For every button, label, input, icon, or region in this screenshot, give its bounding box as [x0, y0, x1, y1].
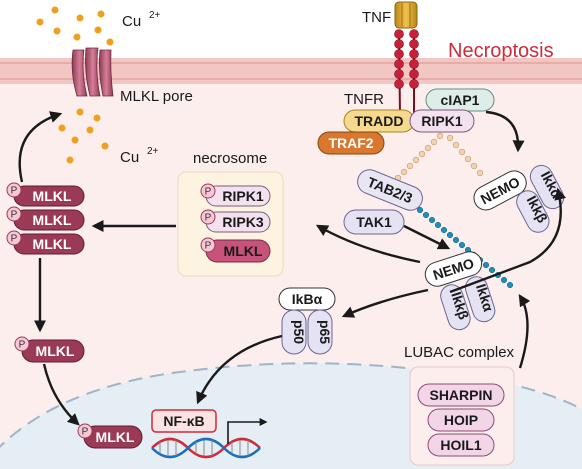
mlkl-stack: P MLKL P MLKL P MLKL — [6, 182, 85, 255]
svg-text:SHARPIN: SHARPIN — [429, 387, 492, 403]
lubac-title: LUBAC complex — [404, 344, 515, 361]
necrosome-mlkl: P MLKL — [200, 237, 271, 263]
tnfr-receptor-icon — [394, 29, 419, 116]
svg-text:TRAF2: TRAF2 — [328, 135, 373, 151]
ikba-complex: IkBα p50 p65 — [278, 287, 336, 355]
tnf-label: TNF — [362, 9, 391, 26]
dna-helix-icon — [151, 437, 261, 459]
phospho-badge: P — [205, 187, 212, 198]
ubiquitin-chain-icon — [388, 132, 484, 188]
svg-text:RIPK1: RIPK1 — [421, 113, 462, 129]
arrow-p50p65-to-nfkb — [196, 334, 283, 405]
pathway-arrows — [18, 110, 567, 426]
tnf-ligand-icon — [394, 1, 418, 29]
p50-label: p50 — [291, 320, 307, 344]
mlkl-stack-3: MLKL — [33, 236, 72, 252]
hoil1-node: HOIL1 — [427, 433, 495, 457]
copper-top-charge: 2+ — [149, 10, 161, 21]
copper-mid-label: Cu — [120, 149, 139, 166]
copper-top-label: Cu — [122, 13, 141, 30]
transcription-start-icon — [227, 418, 268, 444]
arrow-nemo-to-ikba — [341, 288, 429, 318]
arrow-nemo-to-nemo — [449, 187, 567, 294]
necroptosis-title: Necroptosis — [448, 40, 554, 62]
phospho-badge: P — [205, 213, 212, 224]
necrosome-ripk3: P RIPK3 — [200, 209, 271, 233]
svg-text:TRADD: TRADD — [355, 113, 404, 129]
mlkl-pore-icon — [71, 47, 114, 97]
tnfr-label: TNFR — [344, 91, 384, 108]
tak1-node: TAK1 — [343, 209, 405, 235]
arrow-mlkl-to-nucleus — [42, 363, 80, 426]
nfkb-node: NF-κB — [151, 409, 217, 433]
mlkl-pore-label: MLKL pore — [120, 88, 193, 105]
phospho-badge: P — [82, 427, 89, 438]
mlkl-single-label: MLKL — [36, 343, 75, 359]
arrow-tak1-to-nemo — [403, 224, 451, 250]
necrosome-mlkl-label: MLKL — [224, 243, 263, 259]
copper-ions-top — [36, 6, 114, 46]
mlkl-nucleus-label: MLKL — [96, 429, 135, 445]
svg-text:TAK1: TAK1 — [356, 214, 392, 230]
arrow-mlkl-to-pore — [18, 111, 63, 183]
arrow-ciap1-to-nemo — [485, 110, 525, 153]
traf2-node: TRAF2 — [317, 131, 385, 155]
mlkl-stack-1: MLKL — [33, 188, 72, 204]
mlkl-single: P MLKL — [14, 336, 85, 363]
arrow-lubac-to-nemo — [518, 293, 531, 369]
p65-label: p65 — [317, 320, 333, 344]
necrosome-ripk1: P RIPK1 — [200, 183, 271, 207]
mlkl-stack-2: MLKL — [33, 212, 72, 228]
hoip-node: HOIP — [427, 408, 495, 432]
nuclear-envelope — [0, 362, 582, 448]
necrosome-ripk3-label: RIPK3 — [222, 214, 263, 230]
necrosome-ripk1-label: RIPK1 — [222, 188, 263, 204]
svg-text:HOIP: HOIP — [444, 412, 478, 428]
sharpin-node: SHARPIN — [417, 383, 505, 407]
ciap1-node: cIAP1 — [425, 88, 495, 112]
necrosome-title: necrosome — [193, 150, 267, 167]
ripk1-node: RIPK1 — [409, 109, 475, 133]
phospho-badge: P — [205, 241, 212, 252]
phospho-badge: P — [11, 186, 18, 197]
svg-text:NF-κB: NF-κB — [163, 413, 204, 429]
svg-text:HOIL1: HOIL1 — [440, 437, 481, 453]
tradd-node: TRADD — [343, 109, 415, 133]
svg-text:cIAP1: cIAP1 — [441, 92, 480, 108]
phospho-badge: P — [11, 234, 18, 245]
ikba-label: IkBα — [292, 291, 323, 307]
nemo-complex-mid: NEMO Ikkβ Ikkα — [424, 251, 497, 331]
copper-ions-middle — [58, 108, 109, 164]
phospho-badge: P — [19, 340, 26, 351]
arrow-nemo-to-necrosome — [315, 224, 421, 264]
copper-mid-charge: 2+ — [147, 146, 159, 157]
phospho-badge: P — [11, 210, 18, 221]
mlkl-nucleus: P MLKL — [77, 423, 143, 449]
